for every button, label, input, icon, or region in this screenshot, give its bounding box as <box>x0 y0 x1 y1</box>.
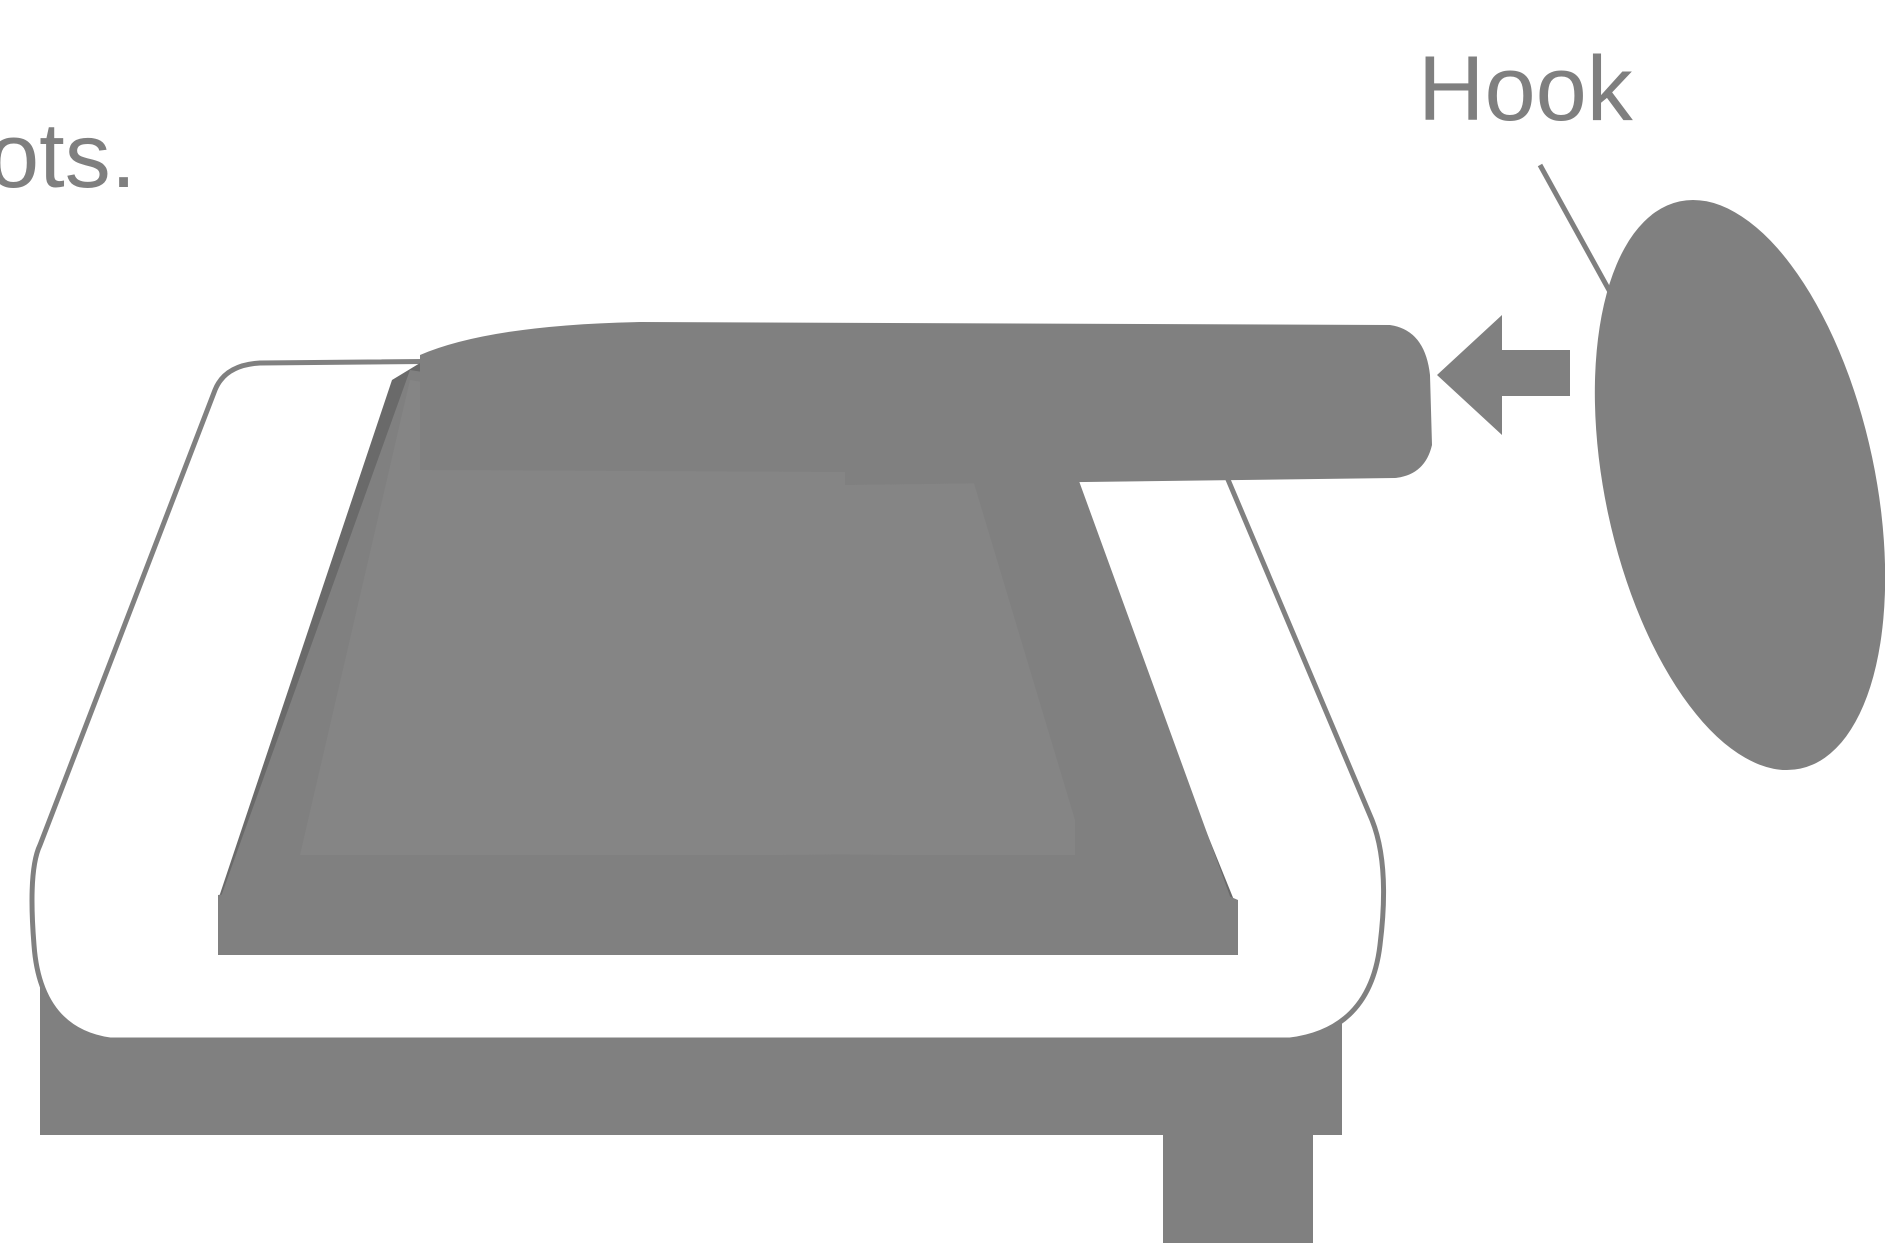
stand-base-lip <box>218 854 1238 955</box>
hook-leader-line <box>1537 163 1623 312</box>
hook-label: Hook <box>1418 38 1634 140</box>
insert-arrow-icon <box>1437 315 1570 435</box>
table-leg <box>1163 1130 1313 1243</box>
caption-fragment: ots. <box>0 105 136 207</box>
stand-neck-inner-panel <box>300 380 1075 855</box>
hook-part <box>1594 199 1885 771</box>
stand-arm <box>420 322 1432 485</box>
